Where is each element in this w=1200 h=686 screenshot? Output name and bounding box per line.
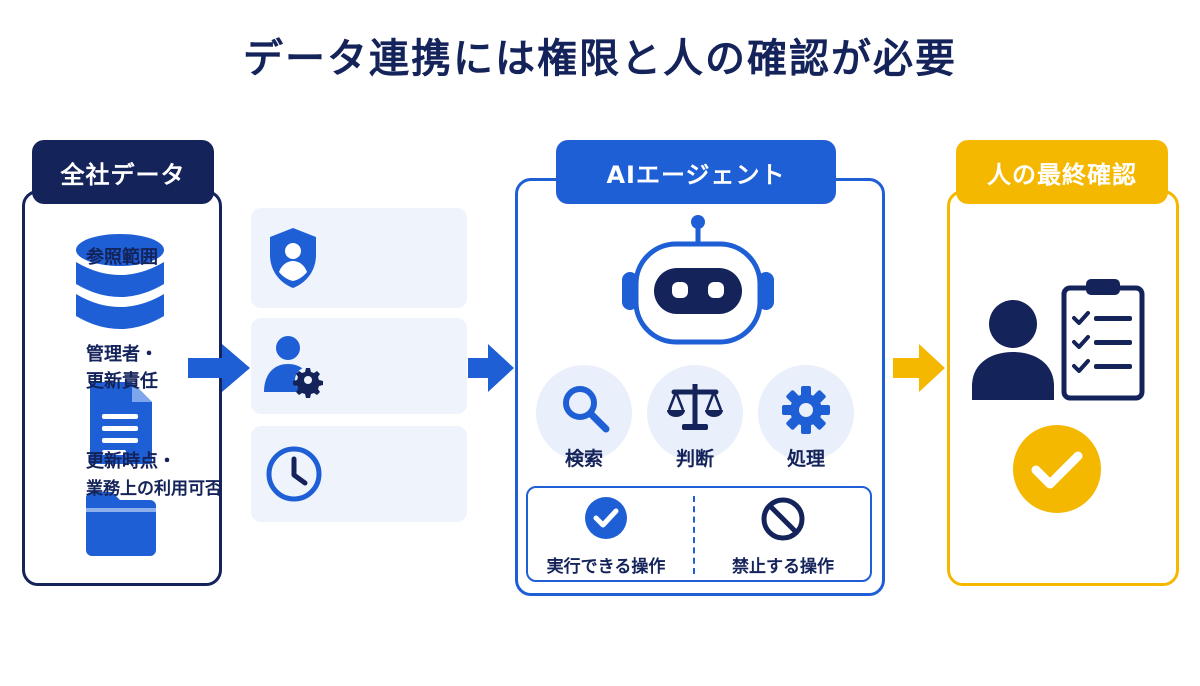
gear-icon bbox=[782, 386, 830, 434]
page-title: データ連携には権限と人の確認が必要 bbox=[243, 36, 957, 82]
allowed-operations-label: 実行できる操作 bbox=[546, 557, 666, 577]
company-data-tag: 全社データ bbox=[32, 140, 214, 204]
database-icon bbox=[76, 234, 164, 329]
human-review-tag: 人の最終確認 bbox=[956, 140, 1168, 204]
arrow-right-icon bbox=[188, 344, 250, 392]
condition-label-3b: 業務上の利用可否 bbox=[86, 479, 222, 499]
arrow-right-icon bbox=[893, 344, 945, 392]
folder-icon bbox=[86, 492, 156, 556]
operation-rules-box bbox=[526, 486, 872, 582]
search-icon bbox=[563, 386, 610, 433]
capability-label-judge: 判断 bbox=[675, 448, 714, 470]
arrow-right-icon bbox=[468, 344, 514, 392]
condition-timestamp bbox=[251, 426, 467, 522]
condition-label-1: 参照範囲 bbox=[86, 247, 158, 268]
condition-label-2a: 管理者・ bbox=[86, 344, 158, 365]
check-circle-icon bbox=[585, 497, 627, 539]
robot-icon bbox=[622, 215, 774, 345]
clock-icon bbox=[266, 446, 322, 502]
prohibited-icon bbox=[761, 497, 805, 541]
capability-search bbox=[536, 365, 632, 461]
document-icon bbox=[90, 382, 152, 464]
capability-label-search: 検索 bbox=[564, 448, 603, 470]
forbidden-operations-label: 禁止する操作 bbox=[732, 557, 834, 577]
checklist-icon bbox=[1061, 279, 1145, 401]
ai-agent-tag: AIエージェント bbox=[556, 140, 836, 204]
capability-label-process: 処理 bbox=[786, 448, 825, 470]
rules-divider bbox=[693, 496, 695, 574]
approval-check-icon bbox=[1013, 425, 1101, 513]
scales-icon bbox=[667, 384, 723, 430]
user-gear-icon bbox=[264, 336, 323, 398]
shield-user-icon bbox=[270, 228, 316, 288]
person-icon bbox=[972, 300, 1054, 400]
condition-label-2b: 更新責任 bbox=[86, 371, 158, 392]
condition-label-3a: 更新時点・ bbox=[86, 451, 176, 472]
